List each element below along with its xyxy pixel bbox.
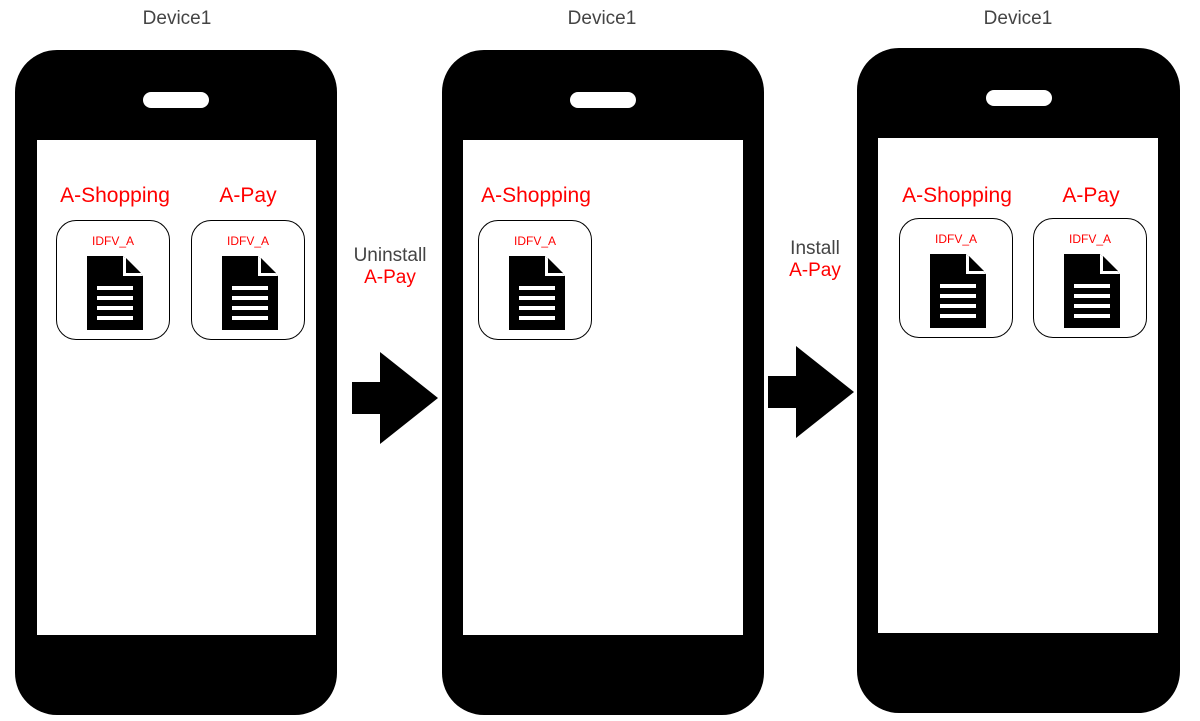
- phone-1: [15, 50, 337, 715]
- step-2-label: Install A-Pay: [755, 238, 875, 282]
- app-name-a-pay: A-Pay: [219, 184, 277, 207]
- idfv-label: IDFV_A: [91, 234, 134, 248]
- speaker-icon: [143, 92, 209, 108]
- phone-screen: [878, 138, 1158, 633]
- speaker-icon: [570, 92, 636, 108]
- app-icon-a-shopping: IDFV_A: [899, 218, 1013, 338]
- phone-2: [442, 50, 764, 715]
- step-1-verb: Uninstall: [353, 245, 427, 266]
- app-icon-a-shopping: IDFV_A: [478, 220, 592, 340]
- phone-screen: [37, 140, 316, 635]
- document-icon: [87, 256, 143, 330]
- idfv-label: IDFV_A: [934, 232, 977, 246]
- step-2-object: A-Pay: [789, 260, 841, 281]
- step-1-object: A-Pay: [364, 267, 416, 288]
- app-name-a-shopping: A-Shopping: [481, 184, 591, 207]
- app-icon-a-shopping: IDFV_A: [56, 220, 170, 340]
- speaker-icon: [985, 90, 1052, 106]
- app-icon-a-pay: IDFV_A: [1033, 218, 1147, 338]
- idfv-label: IDFV_A: [1068, 232, 1111, 246]
- app-name-a-shopping: A-Shopping: [902, 184, 1012, 207]
- app-name-a-shopping: A-Shopping: [60, 184, 170, 207]
- document-icon: [1064, 254, 1120, 328]
- step-2-verb: Install: [790, 238, 840, 259]
- device-2-label: Device1: [567, 8, 637, 29]
- step-1-label: Uninstall A-Pay: [330, 245, 450, 289]
- app-icon-a-pay: IDFV_A: [191, 220, 305, 340]
- app-name-a-pay: A-Pay: [1062, 184, 1120, 207]
- phone-screen: [463, 140, 743, 635]
- arrow-right-icon: [768, 346, 854, 438]
- device-3-label: Device1: [983, 8, 1053, 29]
- document-icon: [222, 256, 278, 330]
- device-1-label: Device1: [142, 8, 212, 29]
- idfv-label: IDFV_A: [226, 234, 269, 248]
- document-icon: [930, 254, 986, 328]
- phone-3: [857, 48, 1180, 713]
- arrow-right-icon: [352, 352, 438, 444]
- idfv-label: IDFV_A: [513, 234, 556, 248]
- document-icon: [509, 256, 565, 330]
